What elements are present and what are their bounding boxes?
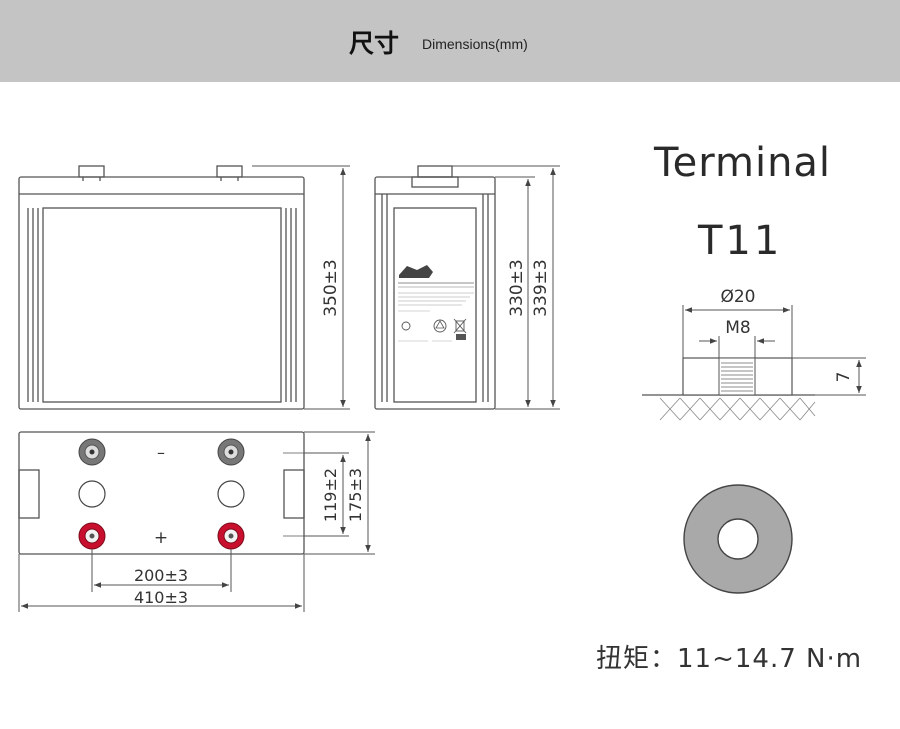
terminal-negative-right: [217, 438, 245, 466]
side-height-dimensions: [452, 165, 560, 410]
total-depth-label: 175±3: [346, 468, 365, 522]
positive-polarity-mark: +: [154, 528, 168, 548]
terminal-positive-right: [217, 522, 245, 550]
negative-polarity-mark: –: [157, 443, 165, 462]
vent-cap-right: [217, 480, 245, 508]
total-height-label: 339±3: [531, 259, 551, 317]
terminal-model: T11: [698, 218, 783, 264]
front-view: [18, 165, 305, 410]
top-depth-dimensions: [304, 431, 375, 555]
top-view: [18, 431, 305, 555]
crossed-bin-icon: [453, 318, 467, 340]
terminal-heading: Terminal: [654, 140, 832, 186]
inner-depth-label: 119±2: [321, 468, 340, 522]
terminal-height-label: 7: [834, 372, 854, 383]
vent-cap-left: [78, 480, 106, 508]
terminal-diameter-label: Ø20: [720, 287, 755, 307]
ul-mark-icon: [401, 321, 411, 331]
top-length-dimensions: [18, 549, 305, 612]
side-view: [374, 165, 496, 410]
front-height-dimension: [252, 165, 350, 410]
terminal-pitch-label: 200±3: [134, 566, 188, 585]
terminal-thread-label: M8: [725, 318, 750, 338]
page-title: 尺寸: [349, 29, 400, 58]
leoch-logo-icon: [399, 265, 433, 278]
torque-spec: 扭矩：11~14.7 N·m: [596, 644, 863, 674]
body-height-label: 330±3: [507, 259, 527, 317]
product-label: [398, 265, 474, 342]
terminal-positive-left: [78, 522, 106, 550]
recycle-icon: [433, 319, 447, 333]
header-bar: 尺寸 Dimensions(mm): [0, 0, 900, 82]
terminal-top-view: [683, 484, 793, 594]
page-subtitle: Dimensions(mm): [422, 36, 528, 52]
front-height-label: 350±3: [321, 259, 341, 317]
terminal-negative-left: [78, 438, 106, 466]
terminal-dimensions: [682, 305, 866, 396]
total-length-label: 410±3: [134, 588, 188, 607]
terminal-section: [642, 357, 816, 421]
